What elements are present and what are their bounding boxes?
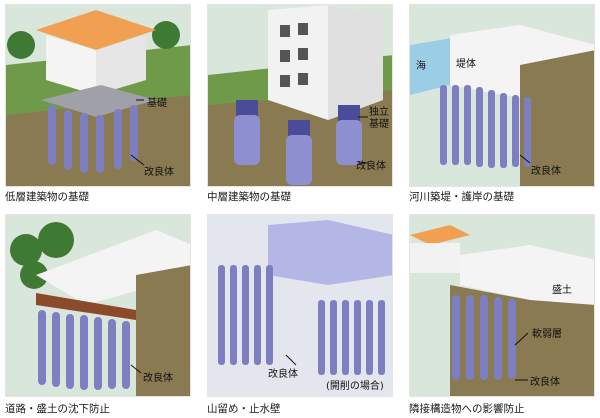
label-kairyo: 改良体: [531, 166, 561, 177]
label-kairyo: 改良体: [144, 167, 174, 178]
panel-low-rise: 基礎 改良体: [5, 4, 191, 187]
panel-river-bank: 海 堤体 改良体: [409, 4, 595, 187]
caption-road-embankment: 道路・盛土の沈下防止: [5, 403, 110, 415]
label-morido: 盛土: [552, 285, 572, 296]
label-kairyo: 改良体: [356, 161, 386, 172]
label-kairyo: 改良体: [530, 377, 560, 388]
river-bank-illustration: [410, 5, 594, 186]
caption-retaining-wall: 山留め・止水壁: [207, 403, 281, 415]
label-kairyo: 改良体: [143, 373, 173, 384]
low-rise-illustration: [6, 5, 190, 186]
caption-mid-rise: 中層建築物の基礎: [207, 191, 291, 203]
panel-road-embankment: 改良体: [5, 214, 191, 397]
caption-low-rise: 低層建築物の基礎: [5, 191, 89, 203]
label-dokuritsu-1: 独立: [369, 107, 389, 118]
panel-adjacent-structure: 盛土 軟弱層 改良体: [409, 214, 595, 397]
label-dokuritsu-2: 基礎: [369, 119, 389, 130]
retaining-wall-illustration: [208, 215, 392, 396]
adjacent-structure-illustration: [410, 215, 594, 396]
mid-rise-illustration: [208, 5, 392, 186]
panel-mid-rise: 独立 基礎 改良体: [207, 4, 393, 187]
panel-retaining-wall: 改良体 (開削の場合): [207, 214, 393, 397]
caption-river-bank: 河川築堤・護岸の基礎: [409, 191, 514, 203]
label-umi: 海: [416, 61, 426, 72]
label-teitai: 堤体: [456, 59, 476, 70]
label-nanjaku: 軟弱層: [532, 329, 562, 340]
label-kairyo: 改良体: [268, 369, 298, 380]
caption-adjacent-structure: 隣接構造物への影響防止: [409, 403, 525, 415]
label-kiso: 基礎: [147, 98, 167, 109]
label-kaisaku: (開削の場合): [326, 381, 384, 392]
road-embankment-illustration: [6, 215, 190, 396]
